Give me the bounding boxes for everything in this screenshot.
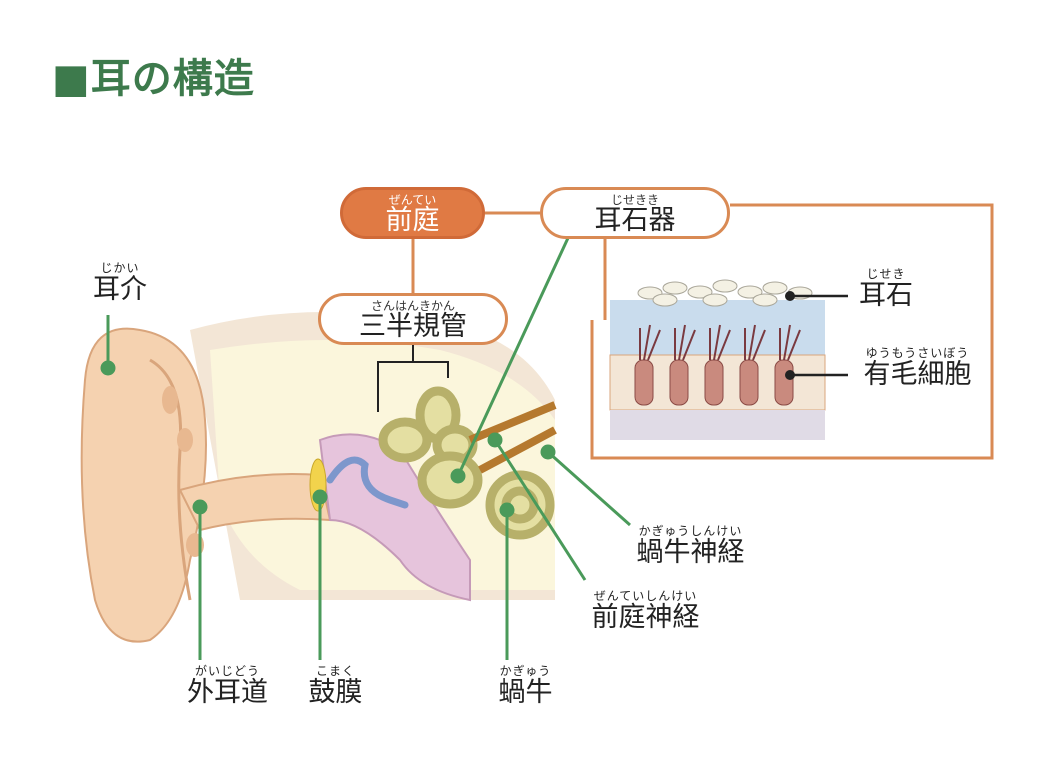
eardrum-label: こまく 鼓膜: [298, 665, 373, 706]
label-ruby: じせき: [866, 267, 906, 281]
label-text: 鼓膜: [308, 677, 363, 708]
pinna-hollow: [162, 386, 178, 414]
hair-cell-dot: [785, 370, 795, 380]
leader-lines: [100, 237, 631, 660]
label-text: 有毛細胞: [863, 359, 972, 390]
pinna-label: じかい 耳介: [85, 262, 155, 303]
ear-canal-label: がいじどう 外耳道: [175, 665, 280, 706]
inner-ear: [378, 386, 555, 540]
nerves: [468, 401, 557, 474]
semicircular-canals-label: さんはんきかん 三半規管: [318, 293, 508, 345]
label-ruby: がいじどう: [194, 664, 260, 678]
label-ruby: じかい: [100, 261, 140, 275]
label-ruby: こまく: [315, 664, 355, 678]
connector-lines: [411, 203, 994, 460]
cochlea-label: かぎゅう 蝸牛: [488, 665, 563, 706]
pinna-fold: [149, 358, 192, 601]
hair-cell-label: ゆうもうさいぼう 有毛細胞: [850, 347, 985, 388]
page-title: ■耳の構造: [52, 56, 255, 102]
ossicles: [326, 456, 409, 509]
cochlear-nerve-label: かぎゅうしんけい 蝸牛神経: [623, 525, 758, 566]
hair-cells: [634, 324, 801, 406]
label-ruby: ゆうもうさいぼう: [865, 346, 970, 360]
label-ruby: じせきき: [610, 193, 659, 207]
bracket: [377, 345, 449, 412]
pinna-shape: [80, 327, 207, 643]
inset-base: [610, 410, 825, 440]
label-text: 耳介: [93, 274, 147, 305]
otolith-crystals: [637, 279, 813, 307]
label-ruby: さんはんきかん: [370, 299, 455, 313]
label-text: 蝸牛神経: [636, 537, 745, 568]
pinna-hollow: [177, 428, 193, 452]
label-text: 前庭: [385, 205, 440, 236]
label-ruby: ぜんてい: [388, 193, 437, 207]
label-text: 耳石: [859, 280, 913, 311]
otolith-label: じせき 耳石: [852, 268, 920, 309]
label-ruby: かぎゅうしんけい: [638, 524, 743, 538]
otolith-organ-label: じせきき 耳石器: [540, 187, 730, 239]
vestibule-label: ぜんてい 前庭: [340, 187, 485, 239]
label-ruby: ぜんていしんけい: [593, 589, 698, 603]
label-text: 耳石器: [594, 205, 676, 236]
inset-leaders: [790, 294, 848, 377]
label-text: 前庭神経: [591, 602, 700, 633]
label-ruby: かぎゅう: [499, 664, 552, 678]
label-text: 外耳道: [187, 677, 268, 708]
otolith-dot: [785, 291, 795, 301]
label-text: 三半規管: [359, 311, 467, 342]
vestibular-nerve-label: ぜんていしんけい 前庭神経: [578, 590, 713, 631]
label-text: 蝸牛: [498, 677, 553, 708]
